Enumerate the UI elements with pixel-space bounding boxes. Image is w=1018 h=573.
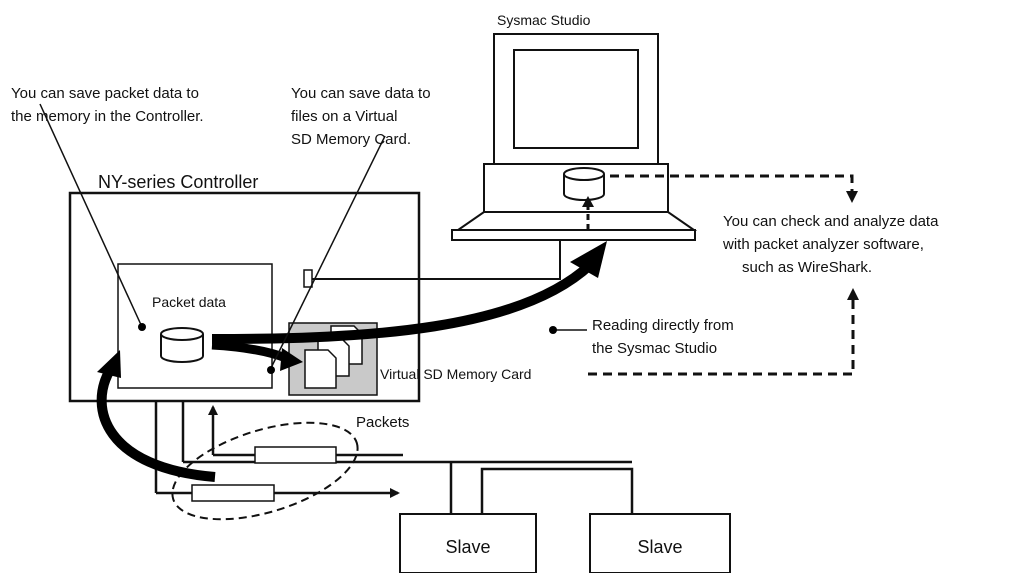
packet-data-label: Packet data [152,294,226,310]
virtual-sd-label: Virtual SD Memory Card [380,366,531,382]
computer-keyboard [458,212,694,230]
note-line: the Sysmac Studio [592,340,717,357]
leader-dot [138,323,146,331]
file-icon [305,350,336,388]
computer-keyboard-edge [452,230,695,240]
note-analyze: You can check and analyze data with pack… [722,213,939,276]
computer-screen [514,50,638,148]
packet-icon [192,485,274,501]
sysmac-studio-label: Sysmac Studio [497,12,591,28]
leader-dot [549,326,557,334]
note-save-sd: You can save data to files on a Virtual … [291,85,431,148]
sysmac-studio-computer [452,34,695,240]
packets-label: Packets [356,414,409,431]
ethernet-port-icon [304,270,312,287]
slave-label-2: Slave [637,537,682,557]
note-line: You can save data to [291,85,431,102]
note-line: the memory in the Controller. [11,108,204,125]
note-line: with packet analyzer software, [722,236,924,253]
leader-dot [267,366,275,374]
note-line: such as WireShark. [742,259,872,276]
note-line: SD Memory Card. [291,131,411,148]
dashed-arrow-head-up [847,288,859,300]
note-line: files on a Virtual [291,108,397,125]
packet-icon [255,447,336,463]
note-reading-direct: Reading directly from the Sysmac Studio [592,317,734,357]
note-line: You can check and analyze data [723,213,939,230]
packet-data-drive-icon [161,328,203,362]
note-line: Reading directly from [592,317,734,334]
dashed-arrow-head-down [846,191,858,203]
sysmac-drive-icon [564,168,604,200]
slave-label-1: Slave [445,537,490,557]
controller-title: NY-series Controller [98,172,258,192]
note-line: You can save packet data to [11,85,199,102]
